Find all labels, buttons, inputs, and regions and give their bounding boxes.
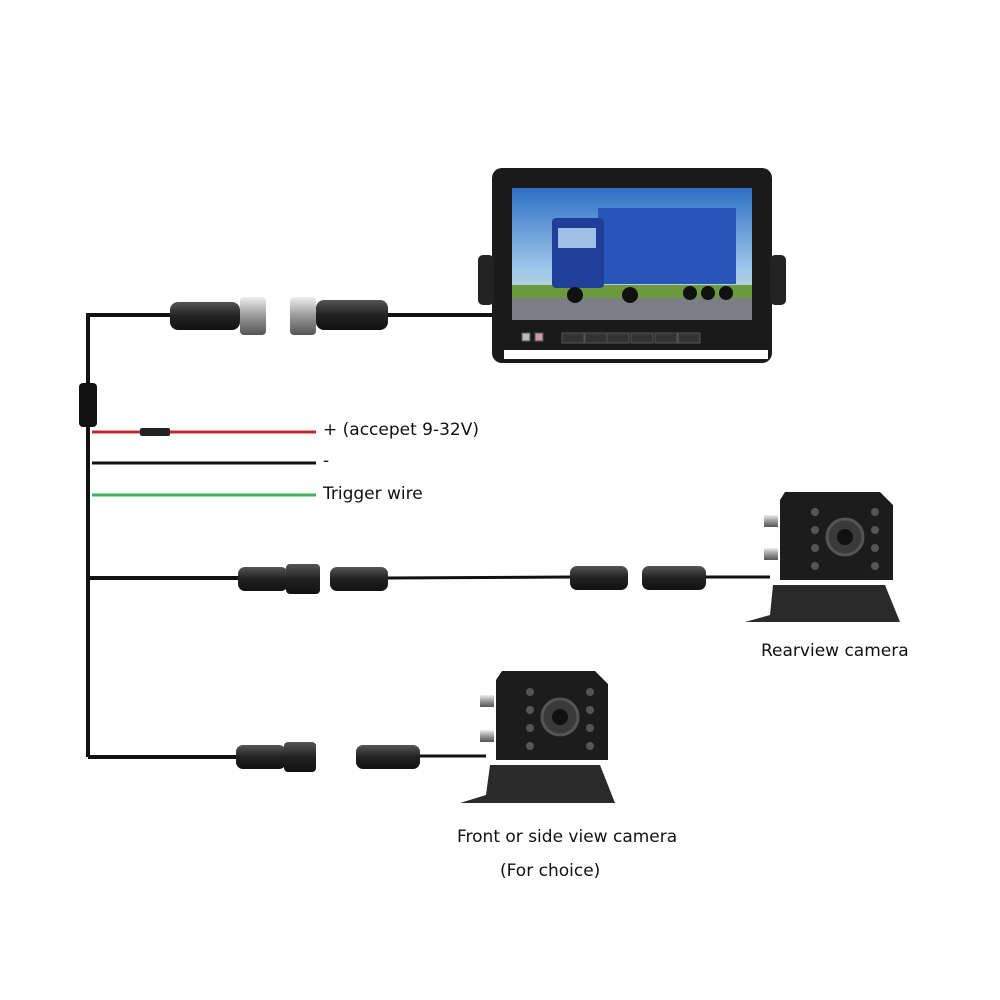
- monitor: [478, 168, 786, 363]
- truck-image: [552, 208, 736, 303]
- rear-extension-connector-female: [330, 567, 388, 591]
- extension-cable: [387, 575, 573, 580]
- inline-fuse-holder: [79, 383, 97, 427]
- trigger-wire-label: Trigger wire: [323, 484, 423, 504]
- red-wire-fuse: [140, 428, 170, 436]
- front-side-camera: [460, 671, 615, 803]
- rear-camera-connector-female: [642, 566, 706, 590]
- rearview-camera: [745, 492, 900, 622]
- rearview-camera-label: Rearview camera: [761, 641, 909, 661]
- monitor-cable-female-connector: [290, 297, 388, 335]
- front-camera-connector-female: [356, 745, 420, 769]
- front-extension-connector-male: [236, 742, 316, 772]
- power-negative-label: -: [323, 451, 330, 471]
- main-cable: [86, 313, 496, 759]
- front-camera-choice-label: (For choice): [500, 861, 601, 881]
- front-camera-label: Front or side view camera: [457, 827, 678, 847]
- monitor-cable-male-connector: [170, 297, 266, 335]
- rear-extension-connector-male: [238, 564, 320, 594]
- rear-camera-connector-male: [570, 566, 628, 590]
- monitor-buttons: [521, 332, 701, 344]
- power-positive-label: + (accepet 9-32V): [323, 420, 480, 440]
